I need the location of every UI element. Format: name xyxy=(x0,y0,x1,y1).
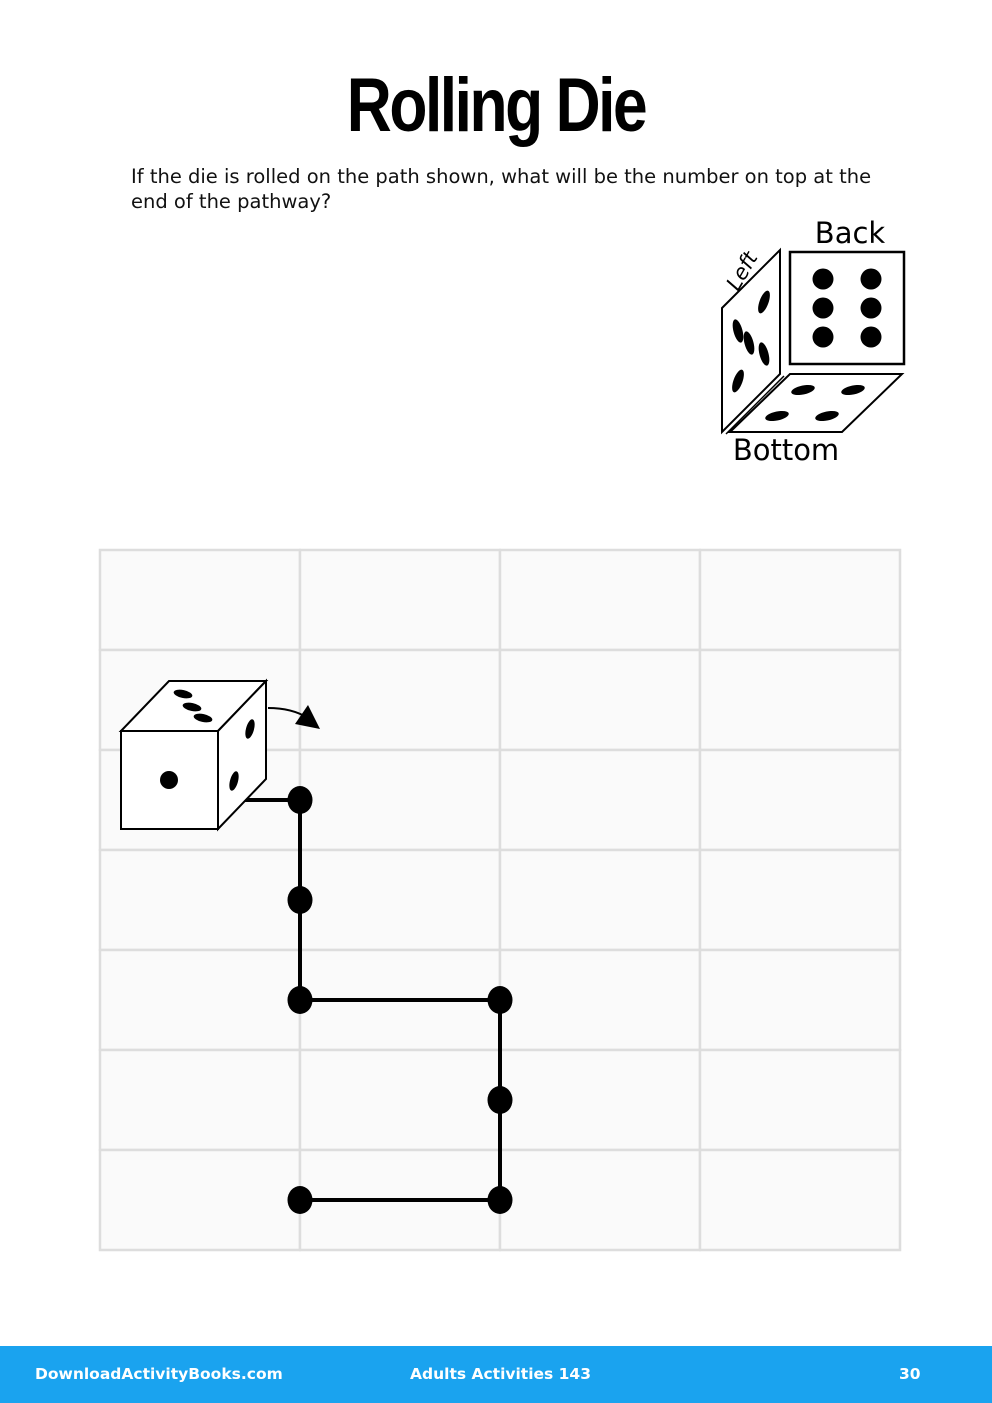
back-label: Back xyxy=(815,216,886,250)
die-key-diagram: Back Left Bottom xyxy=(721,216,906,467)
path-node xyxy=(487,986,513,1014)
grid-cell xyxy=(298,548,502,652)
grid-cell xyxy=(498,748,702,852)
grid-cell xyxy=(498,1148,702,1252)
footer-bar: DownloadActivityBooks.com Adults Activit… xyxy=(0,1346,992,1403)
grid-cell xyxy=(98,948,302,1052)
path-node xyxy=(287,1186,313,1214)
path-node xyxy=(287,786,313,814)
path-node xyxy=(487,1186,513,1214)
grid-cell xyxy=(498,1048,702,1152)
grid-cell xyxy=(698,648,902,752)
grid-cell xyxy=(698,748,902,852)
grid-cell xyxy=(98,1048,302,1152)
grid-cell xyxy=(698,1048,902,1152)
grid-cell xyxy=(98,848,302,952)
page-title: Rolling Die xyxy=(346,63,648,148)
grid-cell xyxy=(498,648,702,752)
grid-cell xyxy=(498,848,702,952)
bottom-label: Bottom xyxy=(733,433,839,467)
grid-cell xyxy=(298,648,502,752)
footer-site: DownloadActivityBooks.com xyxy=(35,1365,283,1383)
path-node xyxy=(487,1086,513,1114)
grid-cell xyxy=(298,1048,502,1152)
grid-cell xyxy=(698,948,902,1052)
footer-book-title: Adults Activities 143 xyxy=(410,1365,592,1383)
path-node xyxy=(287,886,313,914)
grid-cell xyxy=(298,748,502,852)
path xyxy=(244,786,513,1214)
grid-cell xyxy=(98,1148,302,1252)
bottom-face xyxy=(727,373,905,433)
start-die xyxy=(118,678,269,832)
path-node xyxy=(287,986,313,1014)
instructions-text: If the die is rolled on the path shown, … xyxy=(131,165,872,213)
back-face xyxy=(788,250,906,366)
grid-cell xyxy=(698,848,902,952)
footer-page-number: 30 xyxy=(899,1365,921,1383)
grid-cell xyxy=(298,848,502,952)
grid-cell xyxy=(98,548,302,652)
grid-cell xyxy=(698,1148,902,1252)
grid-cell xyxy=(498,548,702,652)
grid-cell xyxy=(498,948,702,1052)
grid-cell xyxy=(698,548,902,652)
left-face xyxy=(721,247,785,435)
roll-direction-arrow xyxy=(267,705,320,729)
